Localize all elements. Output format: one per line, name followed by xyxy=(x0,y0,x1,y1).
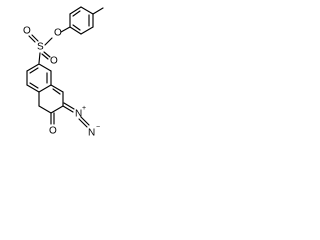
s-o-double-bond xyxy=(28,35,36,43)
bond xyxy=(69,6,82,15)
diazo-negative-charge: − xyxy=(96,124,100,131)
s-o-double-bond xyxy=(43,51,51,58)
s-aryl-bond xyxy=(38,52,41,64)
aromatic-double-bond xyxy=(72,24,81,31)
nitrogen-nitrogen-bond xyxy=(78,118,88,128)
double-bond xyxy=(52,88,61,95)
diazo-terminal-nitrogen-label: N xyxy=(88,128,95,139)
diazo-nitrogen-label: N xyxy=(75,109,82,120)
diazo-positive-charge: + xyxy=(82,105,86,112)
bond xyxy=(80,6,94,15)
o-s-bond xyxy=(44,37,53,46)
bond xyxy=(50,105,64,114)
aromatic-double-bond xyxy=(29,82,39,89)
bond xyxy=(50,84,64,93)
aryl-o-bond xyxy=(60,26,71,33)
s-o-double-bond xyxy=(41,53,49,60)
tolyl-ring xyxy=(69,6,104,35)
ketone-oxygen-label: O xyxy=(49,126,57,137)
diazo-group: N + N − xyxy=(75,105,100,139)
bond xyxy=(38,84,52,93)
aromatic-double-bond xyxy=(29,67,39,74)
s-o-double-bond xyxy=(31,34,39,42)
bond xyxy=(69,26,82,35)
sulfonyl-oxygen-label: O xyxy=(23,26,31,37)
chemical-structure: O S O O O N + N xyxy=(23,6,104,139)
sulfonyl-oxygen-label: O xyxy=(50,56,58,67)
ester-oxygen-label: O xyxy=(54,28,62,39)
bond xyxy=(26,63,40,72)
methyl-bond xyxy=(92,7,104,15)
diazo-carbon-bond xyxy=(62,105,74,113)
sulfur-label: S xyxy=(37,42,44,53)
diazo-carbon-bond xyxy=(63,102,75,110)
nitrogen-nitrogen-bond xyxy=(80,116,90,126)
bond xyxy=(80,26,94,35)
sulfonate-ester: O S O O xyxy=(23,26,71,67)
bond xyxy=(38,105,52,114)
bond xyxy=(38,63,52,72)
aromatic-double-bond xyxy=(72,10,81,17)
bond xyxy=(26,84,40,93)
naphthoquinone-diazide-core: O xyxy=(26,63,75,137)
